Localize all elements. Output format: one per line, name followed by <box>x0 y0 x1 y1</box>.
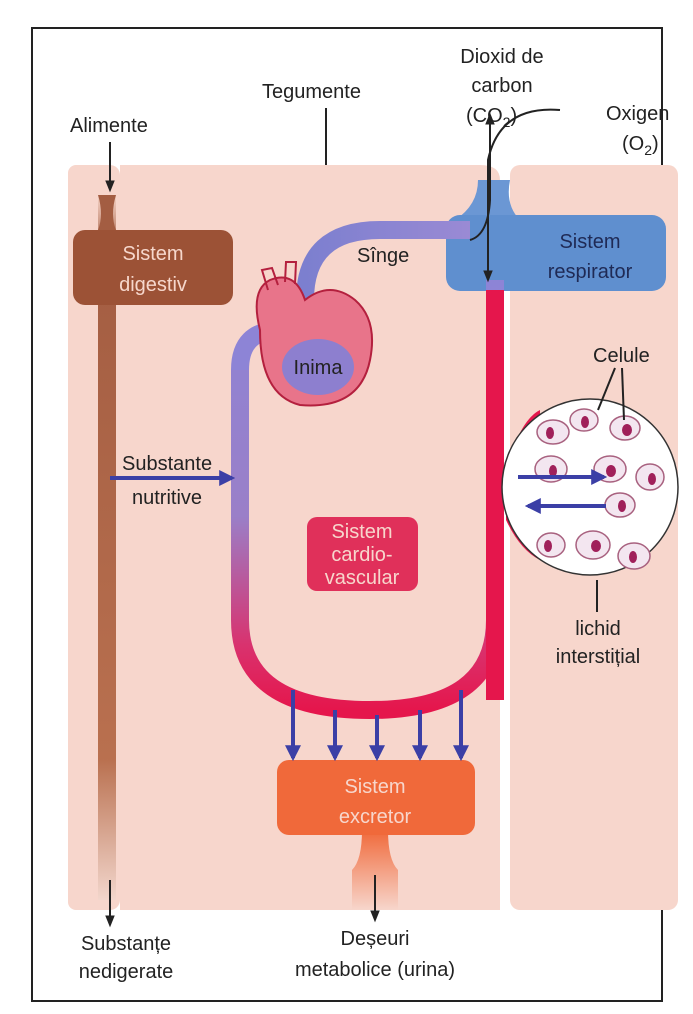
nedigerate-line1: Substanțe <box>81 933 171 955</box>
cardio-line2: cardio- <box>331 544 392 566</box>
dioxid-line2: carbon <box>471 75 532 97</box>
dioxid-line1: Dioxid de <box>460 46 543 68</box>
cardio-line3: vascular <box>325 567 400 589</box>
alimente-label: Alimente <box>70 115 148 137</box>
respirator-line1: Sistem <box>559 231 620 253</box>
deseuri-line2: metabolice (urina) <box>295 959 455 981</box>
digestiv-line2: digestiv <box>119 274 187 296</box>
excretor-line1: Sistem <box>344 776 405 798</box>
system-digestiv: Sistem digestiv <box>73 230 233 305</box>
substante-line1: Substante <box>122 453 212 475</box>
tegumente-label: Tegumente <box>262 81 361 103</box>
oxigen-line1: Oxigen <box>606 103 669 125</box>
singe-label: Sînge <box>357 245 409 267</box>
deseuri-line1: Deșeuri <box>341 928 410 950</box>
digestiv-line1: Sistem <box>122 243 183 265</box>
respirator-line2: respirator <box>548 261 633 283</box>
lichid-line1: lichid <box>575 618 621 640</box>
oxigen-formula: (O2) <box>622 133 659 158</box>
cardio-line1: Sistem <box>331 521 392 543</box>
substante-line2: nutritive <box>132 487 202 509</box>
excretor-line2: excretor <box>339 806 412 828</box>
system-cardio: Sistem cardio- vascular <box>307 517 418 591</box>
heart-label: Inima <box>294 357 344 379</box>
nedigerate-line2: nedigerate <box>79 961 174 983</box>
lichid-line2: interstițial <box>556 646 640 668</box>
cells-circle <box>502 399 678 575</box>
celule-label: Celule <box>593 345 650 367</box>
